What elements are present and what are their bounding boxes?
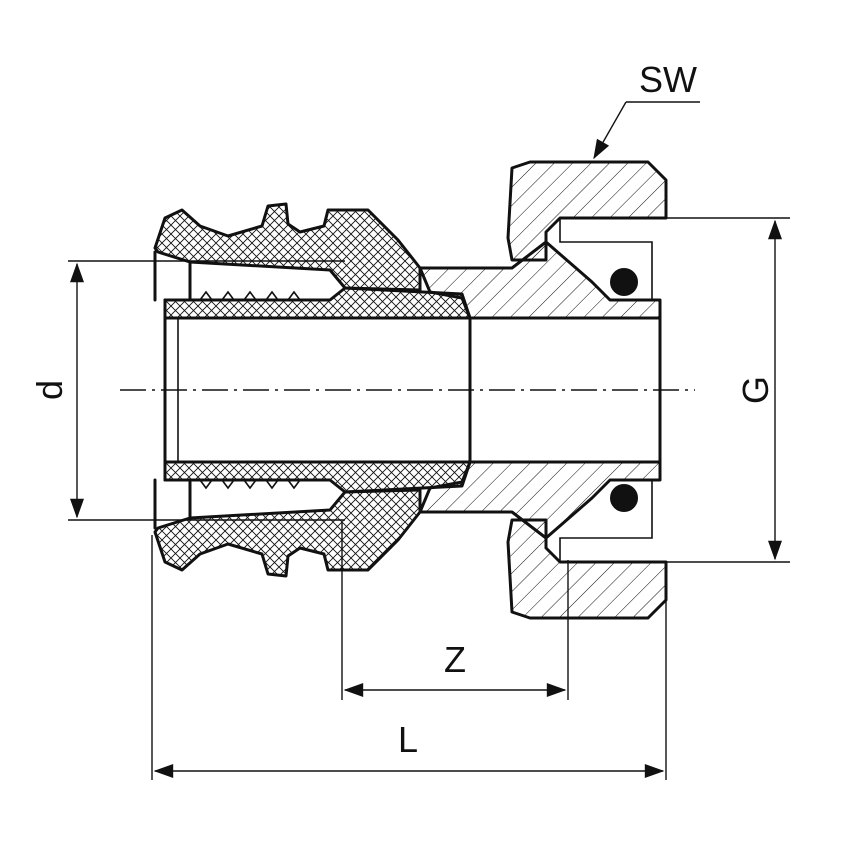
o-ring-top: [610, 268, 638, 296]
sw-label: SW: [639, 59, 697, 100]
z-label: Z: [444, 639, 466, 680]
pipe-outline-top: [153, 250, 192, 302]
g-label: G: [735, 376, 776, 404]
sleeve-barbs-top: [199, 290, 301, 301]
sw-leader-line: [593, 101, 627, 160]
sleeve-barbs-bottom: [199, 479, 301, 490]
union-nut-top-section: [506, 160, 668, 262]
seal-seat-bottom: [559, 480, 653, 562]
clamp-collar-bottom: [153, 488, 422, 578]
union-nut-bottom-section: [506, 518, 668, 620]
seal-seat-top: [559, 218, 653, 300]
o-ring-bottom: [610, 484, 638, 512]
l-label: L: [398, 719, 418, 760]
support-sleeve-top: [163, 286, 472, 320]
support-sleeve-bottom: [163, 460, 472, 494]
d-label: d: [29, 380, 70, 400]
clamp-collar-top: [153, 202, 422, 292]
